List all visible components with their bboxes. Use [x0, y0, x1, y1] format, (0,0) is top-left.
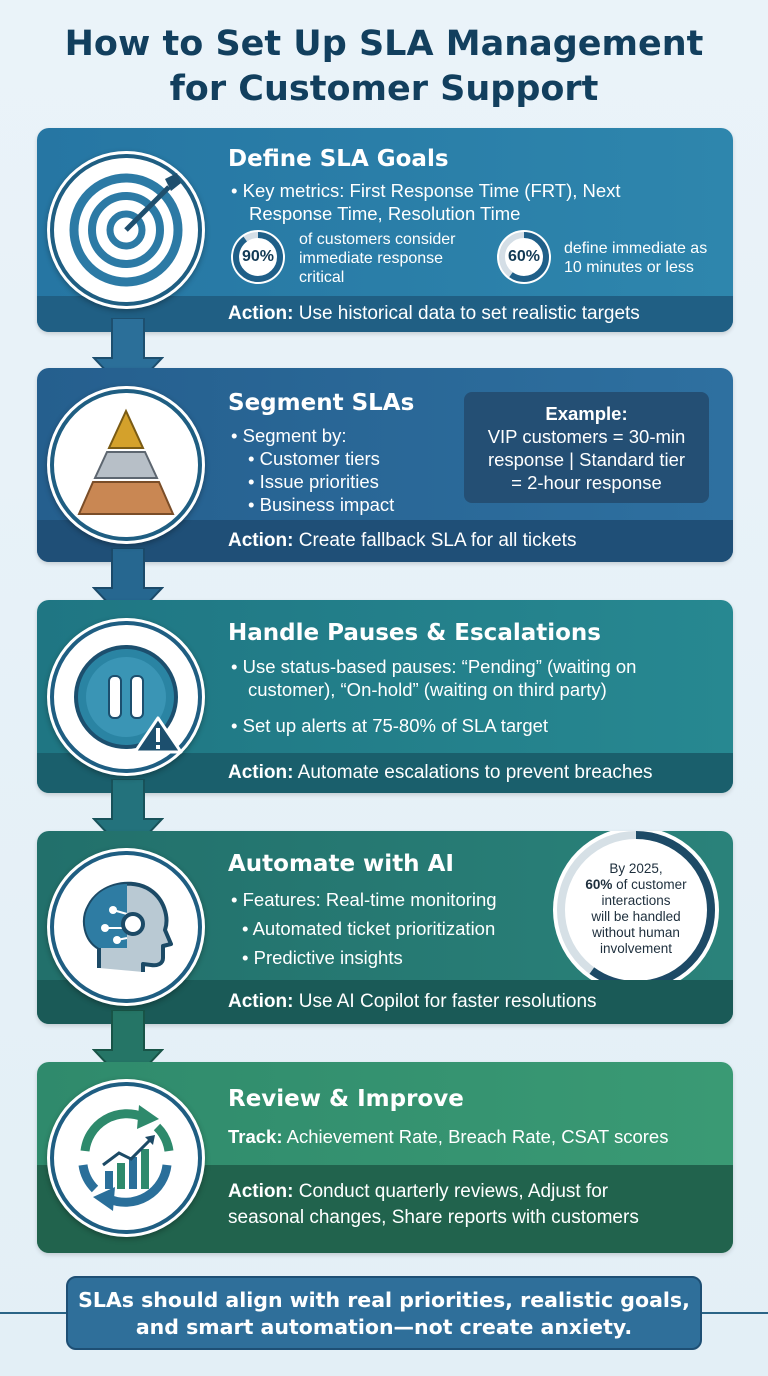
pyramid-icon — [47, 386, 205, 544]
step-bullet: • Segment by: • Customer tiers • Issue p… — [231, 425, 395, 515]
example-box: Example: VIP customers = 30-min response… — [464, 392, 709, 503]
stat-caption: define immediate as 10 minutes or less — [564, 240, 708, 276]
step-bullet: • Features: Real-time monitoring — [231, 889, 497, 910]
step-heading: Automate with AI — [228, 851, 454, 877]
footer-callout: SLAs should align with real priorities, … — [66, 1276, 702, 1350]
stat-gauge-90: 90% — [229, 228, 287, 286]
ai-head-icon — [47, 848, 205, 1006]
page-title-line-1: How to Set Up SLA Management — [64, 24, 704, 64]
page-title: How to Set Up SLA Management for Custome… — [0, 22, 768, 112]
step-heading: Define SLA Goals — [228, 146, 449, 172]
pause-warning-icon — [47, 618, 205, 776]
step-heading: Review & Improve — [228, 1086, 464, 1112]
stat-caption: of customers consider immediate response… — [299, 231, 456, 286]
cycle-chart-icon — [47, 1079, 205, 1237]
step-bullet: • Set up alerts at 75-80% of SLA target — [231, 715, 549, 736]
step-bullet: • Predictive insights — [242, 947, 403, 968]
target-icon — [47, 151, 205, 309]
step-heading: Handle Pauses & Escalations — [228, 620, 601, 646]
stat-text: By 2025, 60% of customer interactions wi… — [585, 861, 687, 956]
step-bullet: • Automated ticket prioritization — [242, 918, 496, 939]
step-bullet: • Key metrics: First Response Time (FRT)… — [231, 180, 621, 224]
page-title-line-2: for Customer Support — [169, 69, 599, 109]
stat-circle: By 2025, 60% of customer interactions wi… — [553, 831, 719, 993]
step-heading: Segment SLAs — [228, 390, 415, 416]
track-text: Track: Achievement Rate, Breach Rate, CS… — [228, 1126, 669, 1147]
step-bullet: • Use status-based pauses: “Pending” (wa… — [231, 656, 637, 700]
stat-gauge-60: 60% — [495, 228, 553, 286]
